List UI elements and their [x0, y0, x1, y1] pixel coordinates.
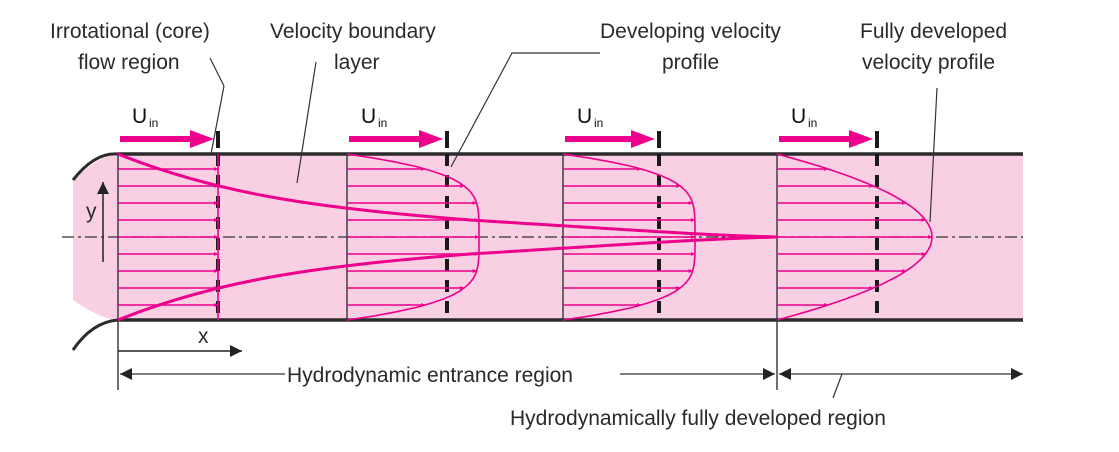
uin-arrow-head [849, 130, 873, 148]
uin-label: U [577, 105, 592, 128]
velocity-profile-curve [776, 153, 933, 321]
core-flow-leader-2 [210, 85, 225, 155]
boundary-layer-label-line2: layer [334, 51, 380, 74]
developing-profile-label-line2: profile [662, 51, 719, 74]
fully-developed-leader [929, 87, 938, 223]
uin-subscript: in [378, 116, 387, 130]
uin-arrow-head [631, 130, 655, 148]
uin-arrow-stop [875, 131, 879, 148]
x-axis-label: x [198, 325, 209, 348]
boundary-layer-bottom [117, 235, 778, 322]
uin-subscript: in [808, 116, 817, 130]
uin-subscript: in [149, 116, 158, 130]
core-flow-label-line2: flow region [78, 51, 180, 74]
uin-label: U [132, 105, 147, 128]
uin-arrow-stop [657, 131, 661, 148]
boundary-layer-label-line1: Velocity boundary [270, 20, 436, 43]
inlet-wall-top [71, 152, 119, 181]
velocity-profile-curve [346, 153, 480, 321]
fully-developed-label-line1: Fully developed [860, 20, 1007, 43]
developing-profile-leader [450, 52, 600, 168]
uin-label: U [791, 105, 806, 128]
boundary-layer-top [117, 152, 778, 239]
fully-developed-label-line2: velocity profile [862, 51, 995, 74]
uin-arrow-head [419, 130, 443, 148]
developed-region-leader [832, 373, 843, 399]
uin-arrow-stop [445, 131, 449, 148]
uin-arrow-head [190, 130, 214, 148]
uin-arrow-stop [216, 131, 220, 148]
core-flow-label-line1: Irrotational (core) [50, 20, 210, 43]
uin-label: U [361, 105, 376, 128]
inlet-wall-bottom [71, 318, 119, 351]
developed-region-label: Hydrodynamically fully developed region [510, 407, 886, 430]
boundary-layer-leader [296, 61, 317, 184]
y-axis-label: y [86, 200, 97, 223]
entrance-region-label: Hydrodynamic entrance region [287, 364, 573, 387]
uin-subscript: in [594, 116, 603, 130]
velocity-profile-curve [562, 153, 696, 321]
developing-profile-label-line1: Developing velocity [600, 20, 781, 43]
core-flow-leader [209, 57, 225, 87]
